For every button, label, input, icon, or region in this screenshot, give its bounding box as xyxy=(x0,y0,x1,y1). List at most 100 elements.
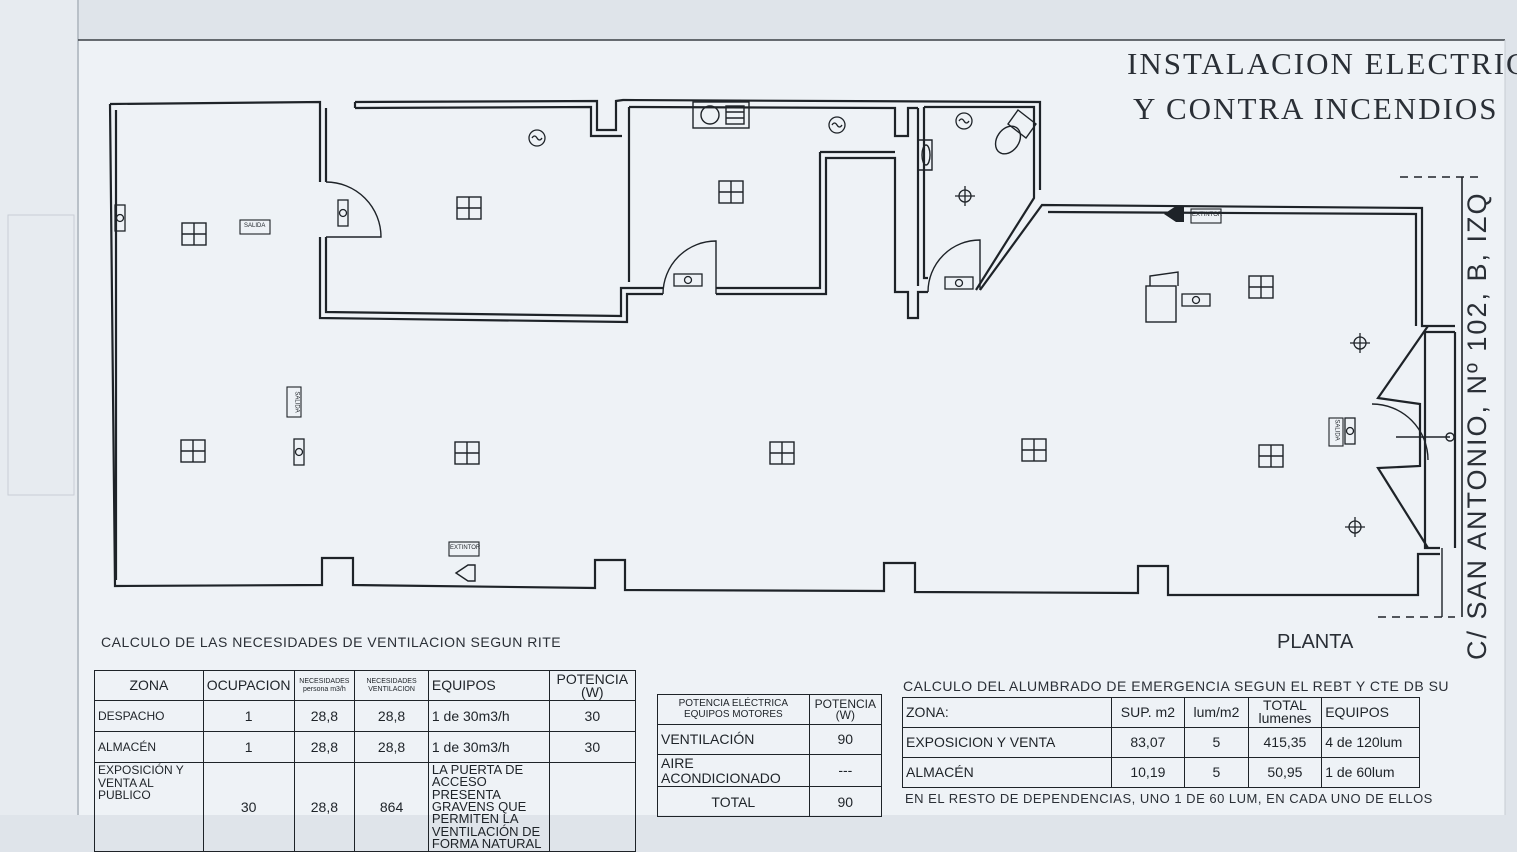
washbasin-icon xyxy=(917,139,933,171)
table-row: EXPOSICION Y VENTA 83,07 5 415,35 4 de 1… xyxy=(902,726,1420,758)
table-row: ALMACÉN 10,19 5 50,95 1 de 60lum xyxy=(902,756,1420,788)
emergency-light-icon xyxy=(1350,333,1370,353)
cell-persona: 28,8 xyxy=(293,731,356,763)
left-page xyxy=(0,0,78,815)
header-potencia-electrica: POTENCIA ELÉCTRICA EQUIPOS MOTORES xyxy=(657,694,810,725)
table-row: VENTILACIÓN 90 xyxy=(657,724,883,755)
salida-sign-label-entrance: SALIDA xyxy=(1333,419,1340,441)
title-line-2: Y CONTRA INCENDIOS xyxy=(1133,91,1499,126)
table-row: DESPACHO 1 28,8 28,8 1 de 30m3/h 30 xyxy=(94,700,637,732)
cell-persona: 28,8 xyxy=(293,700,356,732)
light-fixture-icon xyxy=(769,441,795,465)
cell-ventilacion: 864 xyxy=(354,761,429,852)
cell-equipos: LA PUERTA DE ACCESO PRESENTA GRAVENS QUE… xyxy=(427,761,550,852)
kitchen-walls xyxy=(628,105,918,290)
cell-zona: ALMACÉN xyxy=(94,731,204,763)
light-fixture-icon xyxy=(1258,444,1284,468)
cell-zona: DESPACHO xyxy=(94,700,204,732)
cell-zona: EXPOSICION Y VENTA xyxy=(902,726,1112,758)
emergency-note: EN EL RESTO DE DEPENDENCIAS, UNO 1 DE 60… xyxy=(905,791,1433,806)
cell-label: AIRE ACONDICIONADO xyxy=(657,753,810,788)
emergency-light-icon xyxy=(955,186,975,206)
header-potencia: POTENCIA (W) xyxy=(808,694,883,725)
cell-potencia: 30 xyxy=(548,700,637,732)
cell-total: 50,95 xyxy=(1247,756,1323,788)
motors-table: POTENCIA ELÉCTRICA EQUIPOS MOTORES POTEN… xyxy=(657,694,883,818)
table-header-row: POTENCIA ELÉCTRICA EQUIPOS MOTORES POTEN… xyxy=(657,694,883,725)
exit-fixture-icon xyxy=(1344,417,1356,445)
exit-fixture-icon xyxy=(114,204,126,232)
cell-zona: ALMACÉN xyxy=(902,756,1112,788)
door-kitchen xyxy=(662,240,717,295)
header-zona: ZONA: xyxy=(902,697,1112,728)
despacho-room-inner xyxy=(354,105,622,138)
ceiling-lamp-icon xyxy=(828,116,846,134)
cell-label: VENTILACIÓN xyxy=(657,724,810,755)
street-address: C/ SAN ANTONIO, Nº 102, B, IZQ xyxy=(1462,191,1492,660)
ventilation-table: ZONA OCUPACION NECESIDADES persona m3/h … xyxy=(94,670,637,852)
ceiling-lamp-icon xyxy=(528,129,546,147)
salida-sign-label: SALIDA xyxy=(244,223,266,229)
cell-sup: 10,19 xyxy=(1110,756,1186,788)
toilet-icon xyxy=(994,108,1037,155)
cell-equipos: 4 de 120lum xyxy=(1321,726,1420,758)
cell-potencia xyxy=(548,761,637,852)
header-lum: lum/m2 xyxy=(1184,697,1249,728)
table-row: ALMACÉN 1 28,8 28,8 1 de 30m3/h 30 xyxy=(94,731,637,763)
extinguisher-icon xyxy=(1164,206,1184,222)
cell-lum: 5 xyxy=(1184,756,1249,788)
cell-label: TOTAL xyxy=(657,786,810,818)
light-fixture-icon xyxy=(718,180,744,204)
title-line-1: INSTALACION ELECTRICA xyxy=(1127,46,1517,81)
cell-equipos: 1 de 30m3/h xyxy=(427,700,550,732)
ceiling-lamps xyxy=(528,112,973,147)
table-header-row: ZONA: SUP. m2 lum/m2 TOTAL lumenes EQUIP… xyxy=(902,697,1420,728)
left-page-frame xyxy=(7,214,75,496)
salida-sign-label-vertical: SALIDA xyxy=(293,391,300,413)
cell-potencia: 30 xyxy=(548,731,637,763)
cell-persona: 28,8 xyxy=(293,761,356,852)
cell-ocupacion: 1 xyxy=(202,700,295,732)
kitchen-sink-icon xyxy=(692,101,750,129)
table-row: AIRE ACONDICIONADO --- xyxy=(657,753,883,788)
exit-fixtures xyxy=(114,199,1356,466)
table-header-row: ZONA OCUPACION NECESIDADES persona m3/h … xyxy=(94,670,637,701)
boiler-icon xyxy=(1145,271,1179,323)
cell-lum: 5 xyxy=(1184,726,1249,758)
cell-value: 90 xyxy=(808,786,883,818)
light-fixture-icon xyxy=(180,439,206,463)
header-sup: SUP. m2 xyxy=(1110,697,1186,728)
cell-sup: 83,07 xyxy=(1110,726,1186,758)
sanitary-fixtures xyxy=(692,101,1179,323)
header-equipos: EQUIPOS xyxy=(427,670,550,701)
cell-value: --- xyxy=(808,753,883,788)
doors xyxy=(325,181,1455,461)
table-row: EXPOSICIÓN Y VENTA AL PUBLICO 30 28,8 86… xyxy=(94,761,637,852)
floor-plan-svg xyxy=(0,0,1506,815)
header-zona: ZONA xyxy=(94,670,204,701)
light-fixture-icon xyxy=(1021,438,1047,462)
sign-boxes xyxy=(239,208,1344,557)
header-ocupacion: OCUPACION xyxy=(202,670,295,701)
cell-ventilacion: 28,8 xyxy=(354,700,429,732)
cell-zona: EXPOSICIÓN Y VENTA AL PUBLICO xyxy=(94,761,204,852)
door-entrance xyxy=(1371,403,1429,461)
light-fixture-icon xyxy=(456,196,482,220)
header-nec-persona: NECESIDADES persona m3/h xyxy=(293,670,356,701)
header-potencia: POTENCIA (W) xyxy=(548,670,637,701)
header-total: TOTAL lumenes xyxy=(1247,697,1323,728)
exit-fixture-icon xyxy=(1181,293,1211,307)
exit-fixture-icon xyxy=(337,199,349,227)
cell-equipos: 1 de 60lum xyxy=(1321,756,1420,788)
door-despacho xyxy=(325,181,382,238)
emergency-caption: CALCULO DEL ALUMBRADO DE EMERGENCIA SEGU… xyxy=(903,678,1450,694)
exit-fixture-icon xyxy=(944,276,974,290)
light-fixtures xyxy=(180,180,1284,468)
entrance-walls xyxy=(1376,325,1429,549)
door-bathroom xyxy=(927,239,981,293)
exit-fixture-icon xyxy=(673,273,703,287)
header-nec-ventilacion: NECESIDADES VENTILACION xyxy=(354,670,429,701)
cell-ocupacion: 1 xyxy=(202,731,295,763)
cell-value: 90 xyxy=(808,724,883,755)
